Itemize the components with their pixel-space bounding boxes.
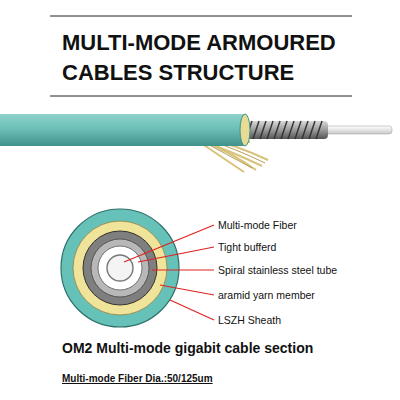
fiber	[320, 126, 392, 134]
steel-tube	[240, 121, 328, 139]
leader-line	[124, 225, 214, 320]
lszh-sheath	[0, 114, 245, 146]
fiber-diameter-note: Multi-mode Fiber Dia.:50/125um	[62, 373, 213, 384]
part-label: Tight bufferd	[218, 241, 276, 253]
cable-cross-section	[61, 209, 179, 327]
header-rule	[50, 16, 352, 17]
part-label: LSZH Sheath	[218, 314, 281, 326]
header-rule	[50, 96, 352, 97]
sheath-end	[240, 114, 250, 146]
page-title: MULTI-MODE ARMOURED CABLES STRUCTURE	[62, 28, 362, 89]
part-label: Multi-mode Fiber	[218, 219, 297, 231]
part-label: Spiral stainless steel tube	[218, 264, 337, 276]
part-label: aramid yarn member	[218, 289, 315, 301]
spiral-ridges	[246, 121, 322, 139]
section-caption: OM2 Multi-mode gigabit cable section	[62, 340, 382, 356]
